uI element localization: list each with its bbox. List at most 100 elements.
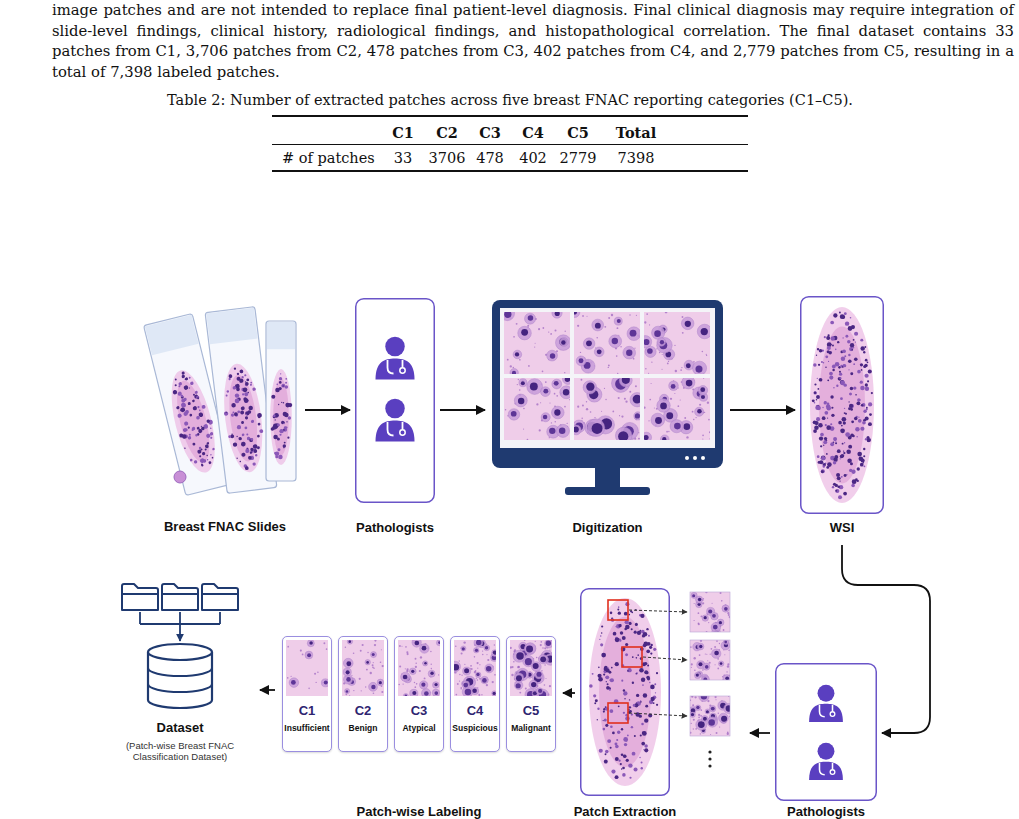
cell-dot — [610, 678, 614, 682]
speck — [582, 405, 584, 407]
speck — [536, 403, 538, 405]
nucleus — [531, 682, 536, 687]
speck — [366, 669, 368, 671]
cell-dot — [611, 769, 615, 773]
cell-dot — [187, 436, 191, 440]
cell-dot — [844, 355, 846, 357]
nucleus — [674, 423, 681, 430]
nucleus — [554, 381, 559, 386]
cell-dot — [231, 433, 233, 435]
speck — [300, 650, 302, 652]
speck — [686, 436, 688, 438]
speck — [624, 398, 626, 400]
nucleus — [579, 358, 584, 363]
cytoplasm — [525, 689, 537, 696]
speck — [605, 399, 606, 400]
merge-line — [139, 612, 141, 624]
nucleus — [618, 431, 628, 440]
cell-dot — [210, 454, 212, 456]
speck — [608, 364, 610, 366]
speck — [477, 679, 478, 680]
speck — [680, 399, 681, 400]
cell-dot — [209, 432, 213, 436]
speck — [545, 678, 546, 679]
monitor-dot — [685, 456, 689, 460]
cell-dot — [648, 635, 650, 637]
nucleus — [698, 598, 702, 602]
cell-dot — [278, 448, 281, 451]
cell-dot — [234, 413, 238, 417]
speck — [693, 728, 694, 729]
cell-dot — [613, 632, 617, 636]
cell-dot — [601, 653, 606, 658]
cell-dot — [830, 442, 834, 446]
cell-dot — [843, 452, 845, 454]
node-label: Digitization — [490, 520, 725, 535]
speck — [373, 668, 374, 669]
cell-dot — [627, 670, 629, 672]
cell-dot — [824, 336, 826, 338]
cell-dot — [654, 683, 656, 685]
cell-dot — [226, 412, 229, 415]
cell-dot — [861, 404, 864, 407]
cell-dot — [187, 426, 190, 429]
speck — [372, 666, 374, 668]
nucleus — [699, 662, 703, 666]
cell-dot — [844, 474, 847, 477]
speck — [604, 326, 606, 328]
icon-body — [809, 704, 843, 722]
cell-dot — [629, 710, 632, 713]
node-label: Patch-wise Labeling — [280, 804, 558, 819]
node-subtitle: (Patch-wise Breast FNAC Classification D… — [115, 740, 245, 762]
speck — [636, 315, 637, 316]
cell-dot — [201, 464, 204, 467]
box-outline — [776, 664, 877, 801]
cell-dot — [832, 369, 834, 371]
cell-dot — [636, 694, 639, 697]
speck — [694, 603, 695, 604]
cell-dot — [814, 402, 816, 404]
cytoplasm — [514, 673, 524, 683]
cell-dot — [836, 385, 838, 387]
speck — [577, 325, 579, 327]
cell-dot — [200, 448, 203, 451]
nucleus — [464, 668, 469, 673]
cytoplasm — [703, 663, 710, 670]
speck — [714, 646, 716, 648]
cytoplasm — [645, 346, 656, 357]
smear — [270, 369, 292, 465]
speck — [555, 421, 556, 422]
stethoscope — [830, 770, 835, 775]
table-cell: 7398 — [596, 149, 676, 167]
cell-dot — [835, 442, 837, 444]
nucleus — [515, 352, 519, 356]
cytoplasm — [681, 317, 694, 330]
nucleus — [493, 650, 496, 654]
cell-dot — [189, 433, 192, 436]
illustration — [355, 298, 435, 503]
speck — [728, 649, 730, 651]
cell-dot — [646, 628, 648, 630]
speck — [406, 668, 408, 670]
box-outline — [801, 297, 884, 514]
speck — [541, 670, 542, 671]
patch-background — [398, 640, 440, 696]
cell-dot — [237, 425, 242, 430]
nucleus — [586, 340, 592, 346]
cell-dot — [250, 382, 252, 384]
nucleus — [555, 312, 560, 316]
cell-dot — [181, 398, 186, 403]
cell-dot — [635, 623, 638, 626]
nucleus — [708, 719, 715, 726]
cell-dot — [640, 614, 644, 618]
body-text: image patches and are not intended to re… — [52, 0, 1014, 82]
nucleus — [348, 640, 351, 643]
cytoplasm — [696, 596, 703, 603]
cytoplasm — [702, 676, 710, 680]
nucleus — [550, 353, 555, 358]
speck — [511, 674, 513, 676]
speck — [612, 411, 614, 413]
cell-dot — [847, 340, 851, 344]
cell-dot — [251, 420, 255, 424]
cell-dot — [281, 402, 282, 403]
